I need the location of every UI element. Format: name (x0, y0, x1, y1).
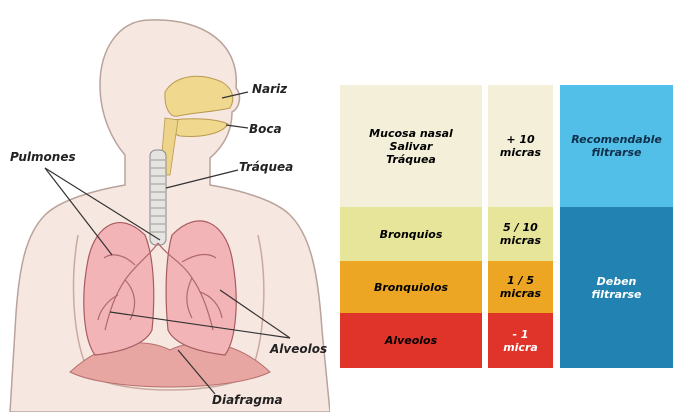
zone-cell-1: Mucosa nasal Salivar Tráquea (340, 85, 482, 207)
label-boca: Boca (249, 122, 282, 136)
zone-text: Alveolos (385, 334, 437, 347)
label-pulmones: Pulmones (10, 150, 76, 164)
size-text: 5 / 10 micras (500, 221, 541, 247)
filter-cell-1: Recomendable filtrarse (560, 85, 673, 207)
filter-text: Deben filtrarse (592, 275, 642, 301)
size-cell-1: + 10 micras (488, 85, 553, 207)
label-alveolos: Alveolos (270, 342, 327, 356)
size-cell-4: - 1 micra (488, 313, 553, 368)
zone-cell-3: Bronquiolos (340, 261, 482, 313)
size-text: + 10 micras (500, 133, 541, 159)
label-nariz: Nariz (252, 82, 287, 96)
trachea (150, 150, 166, 245)
filter-text: Recomendable filtrarse (571, 133, 662, 159)
zone-text: Bronquios (380, 228, 443, 241)
size-text: - 1 micra (503, 328, 538, 354)
label-traquea: Tráquea (239, 160, 293, 174)
zone-cell-2: Bronquios (340, 207, 482, 261)
zone-text: Bronquiolos (374, 281, 448, 294)
size-text: 1 / 5 micras (500, 274, 541, 300)
zone-text: Mucosa nasal Salivar Tráquea (369, 127, 453, 166)
label-diafragma: Diafragma (212, 393, 283, 407)
left-lung (84, 223, 154, 355)
size-cell-3: 1 / 5 micras (488, 261, 553, 313)
size-cell-2: 5 / 10 micras (488, 207, 553, 261)
right-lung (166, 221, 236, 355)
filter-cell-2: Deben filtrarse (560, 207, 673, 368)
zone-cell-4: Alveolos (340, 313, 482, 368)
